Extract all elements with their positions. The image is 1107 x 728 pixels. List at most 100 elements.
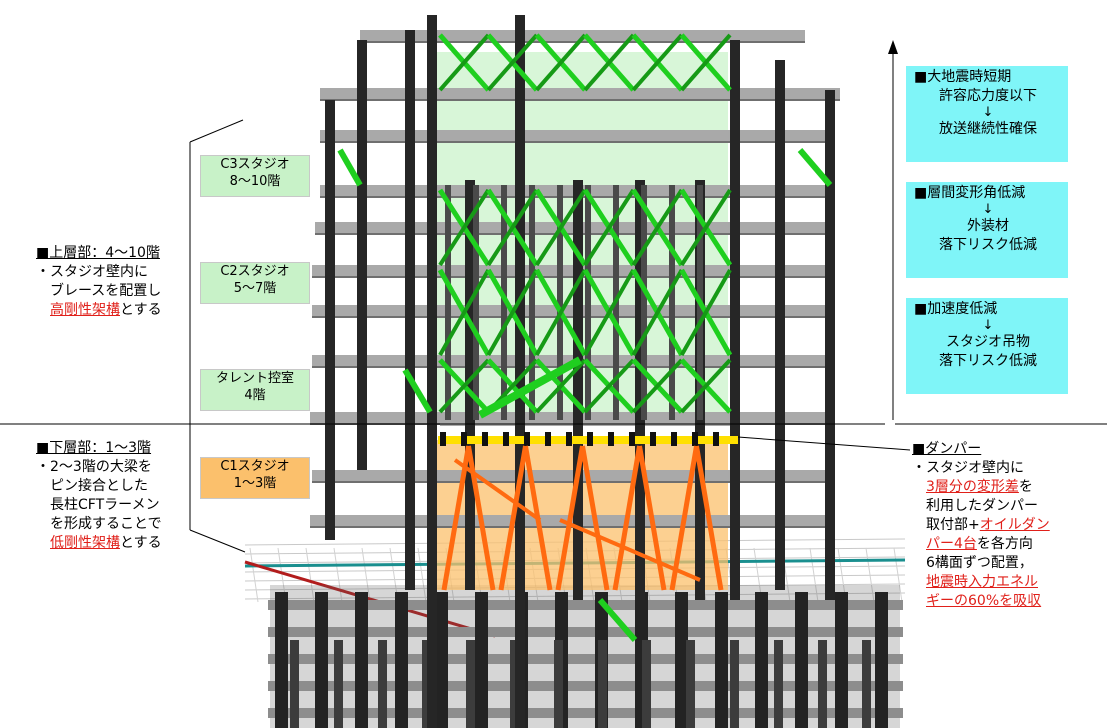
foundation-column xyxy=(795,592,808,728)
foundation-beam xyxy=(268,600,903,610)
brace xyxy=(486,33,539,92)
brace xyxy=(680,33,732,92)
oil-damper xyxy=(669,445,699,591)
zone-name: タレント控室 xyxy=(215,371,294,386)
lower-line-5: 低剛性架構とする xyxy=(36,534,206,553)
foundation-column xyxy=(315,592,328,728)
steel-column xyxy=(515,15,525,728)
foundation-pile xyxy=(422,640,431,728)
upper-line-1: ・スタジオ壁内に xyxy=(36,264,148,280)
zone-name: C1スタジオ xyxy=(220,459,290,474)
foundation-column xyxy=(435,592,448,728)
brace xyxy=(679,269,732,356)
foundation-pile xyxy=(466,640,475,728)
damper-leader-line xyxy=(737,436,911,451)
damper-bracket xyxy=(629,432,635,446)
oil-damper xyxy=(441,445,471,591)
brace xyxy=(478,356,582,419)
damper-bracket xyxy=(713,432,719,446)
brace-members xyxy=(337,33,833,642)
steel-column xyxy=(465,180,475,590)
zone-label-c2-studio: C2スタジオ 5～7階 xyxy=(200,262,310,304)
foundation-pile xyxy=(378,640,387,728)
damper-highlight-4: 地震時入力エネル xyxy=(926,574,1038,590)
performance-box-drift: ■層間変形角低減 ↓ 外装材 落下リスク低減 xyxy=(906,182,1068,278)
lower-heading: ■下層部：1～3階 xyxy=(36,440,152,456)
brace xyxy=(535,358,587,414)
brace xyxy=(583,269,636,356)
floor-slab xyxy=(320,130,835,142)
ground-grid-line xyxy=(865,547,875,603)
box-line-1: スタジオ吊物 xyxy=(946,334,1030,350)
brace xyxy=(597,598,638,642)
brace xyxy=(631,358,684,414)
brace xyxy=(438,358,490,414)
oil-damper xyxy=(637,445,667,591)
damper-line-3: 利用したダンパー xyxy=(926,498,1038,514)
damper-heading: ■ダンパー xyxy=(912,441,982,457)
upper-line-3-rest: とする xyxy=(120,302,162,318)
zone-floors: 4階 xyxy=(244,388,266,403)
foundation-structure xyxy=(268,585,903,728)
foundation-pile xyxy=(642,640,651,728)
steel-column xyxy=(357,40,367,470)
box-line-2: 落下リスク低減 xyxy=(939,353,1037,369)
damper-line-7: 地震時入力エネル xyxy=(912,573,1104,592)
brace xyxy=(631,188,684,267)
steel-column xyxy=(573,180,583,600)
wall-column xyxy=(445,185,451,420)
upper-highlight: 高剛性架構 xyxy=(50,302,120,318)
steel-column xyxy=(325,100,335,540)
oil-damper xyxy=(498,445,528,591)
foundation-beam xyxy=(268,654,903,664)
brace xyxy=(402,368,433,414)
foundation-pile xyxy=(598,640,607,728)
foundation-pile xyxy=(334,640,343,728)
brace xyxy=(486,269,539,356)
damper-bracket xyxy=(650,432,656,446)
damper-line-2-rest: を xyxy=(1018,479,1033,495)
damper-bracket xyxy=(566,432,572,446)
lower-structure-note: ■下層部：1～3階 ・2～3階の大梁を ピン接合とした 長柱CFTラーメン を形… xyxy=(36,439,206,553)
box-title: ■層間変形角低減 xyxy=(914,185,1026,201)
lower-line-5-rest: とする xyxy=(120,535,162,551)
oil-damper xyxy=(580,445,610,591)
brace xyxy=(438,33,490,92)
oil-damper xyxy=(453,458,542,522)
brace xyxy=(631,269,684,356)
foundation-column xyxy=(835,592,848,728)
foundation-pile xyxy=(774,640,783,728)
damper-highlight-3: パー4台 xyxy=(926,536,977,552)
zone-label-talent-room: タレント控室 4階 xyxy=(200,369,310,411)
foundation-column xyxy=(675,592,688,728)
damper-line-8: ギーの60%を吸収 xyxy=(912,592,1104,611)
damper-line-2: 3層分の変形差を xyxy=(912,478,1104,497)
steel-column xyxy=(730,40,740,600)
down-arrow-icon: ↓ xyxy=(982,105,994,120)
brace xyxy=(534,269,587,356)
guide-lines xyxy=(0,40,1107,553)
zone-label-c3-studio: C3スタジオ 8～10階 xyxy=(200,155,310,197)
oil-damper xyxy=(555,445,585,591)
brace xyxy=(679,188,732,267)
ground-grid-line xyxy=(361,547,371,603)
damper-line-5-rest: を各方向 xyxy=(976,536,1033,552)
wall-column xyxy=(529,185,535,420)
steel-column xyxy=(825,90,835,600)
damper-line-5: パー4台を各方向 xyxy=(912,535,1104,554)
damper-bracket xyxy=(461,432,467,446)
foundation-column xyxy=(755,592,768,728)
damper-highlight-1: 3層分の変形差 xyxy=(926,479,1019,495)
brace xyxy=(337,148,363,187)
brace xyxy=(583,188,636,267)
upper-heading: ■上層部：4～10階 xyxy=(36,245,160,261)
ground-grid-line xyxy=(809,547,819,603)
floor-slab xyxy=(320,88,840,100)
steel-column xyxy=(427,15,437,728)
ground-grid-line xyxy=(417,547,427,603)
damper-line-6: 6構面ずつ配置， xyxy=(926,555,1033,571)
damper-bracket xyxy=(671,432,677,446)
foundation-column xyxy=(475,592,488,728)
brace xyxy=(631,33,684,92)
foundation-column xyxy=(715,592,728,728)
